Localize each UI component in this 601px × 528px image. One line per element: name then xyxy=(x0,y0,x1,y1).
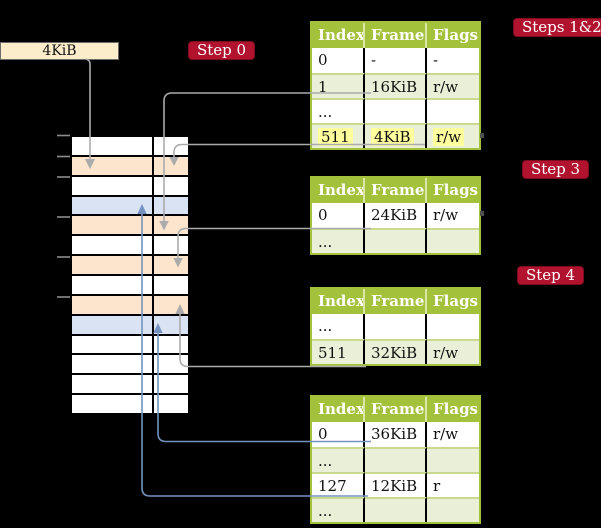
memory-row-page-table xyxy=(72,156,188,177)
memory-column-divider xyxy=(152,137,154,415)
column-header-index: Index xyxy=(312,23,365,48)
page-size-label: 4KiB xyxy=(42,43,77,59)
index-cell: 0 xyxy=(312,48,365,73)
column-header-flags: Flags xyxy=(427,397,479,422)
flags-cell: r/w xyxy=(427,203,479,228)
memory-row-free xyxy=(72,395,188,416)
index-cell: ... xyxy=(312,98,365,123)
column-header-flags: Flags xyxy=(427,289,479,314)
table-row: 0 24KiB r/w xyxy=(312,203,479,228)
table-header-row: Index Frame Flags xyxy=(312,178,479,203)
memory-row-mapped-page xyxy=(72,196,188,217)
index-cell: ... xyxy=(312,497,365,522)
memory-row-free xyxy=(72,276,188,296)
column-header-index: Index xyxy=(312,289,365,314)
memory-row-free xyxy=(72,355,188,376)
memory-row-page-table xyxy=(72,295,188,316)
column-header-frame: Frame xyxy=(365,289,427,314)
steps-1-2-label: Steps 1&2 xyxy=(513,18,601,37)
frame-cell xyxy=(365,228,427,253)
index-cell: 127 xyxy=(312,472,365,497)
table-row: ... xyxy=(312,497,479,522)
frame-cell: 24KiB xyxy=(365,203,427,228)
index-cell: ... xyxy=(312,228,365,253)
frame-cell: 36KiB xyxy=(365,422,427,447)
frame-cell: 16KiB xyxy=(365,73,427,98)
table-row: 0 36KiB r/w xyxy=(312,422,479,447)
table-row: 0 - - xyxy=(312,48,479,73)
flags-cell xyxy=(427,497,479,522)
memory-row-free xyxy=(72,176,188,197)
table-row: 1 16KiB r/w xyxy=(312,73,479,98)
column-header-flags: Flags xyxy=(427,178,479,203)
column-header-frame: Frame xyxy=(365,23,427,48)
index-cell: 1 xyxy=(312,73,365,98)
column-header-frame: Frame xyxy=(365,397,427,422)
frame-cell: 12KiB xyxy=(365,472,427,497)
table-row: ... xyxy=(312,314,479,339)
column-header-index: Index xyxy=(312,397,365,422)
flags-cell: r/w xyxy=(427,123,479,148)
table-header-row: Index Frame Flags xyxy=(312,397,479,422)
step-4-label: Step 4 xyxy=(517,266,585,285)
flags-cell: r xyxy=(427,472,479,497)
page-size-box: 4KiB xyxy=(0,42,119,60)
frame-cell: 4KiB xyxy=(365,123,427,148)
table-row: 511 32KiB r/w xyxy=(312,339,479,364)
column-header-index: Index xyxy=(312,178,365,203)
flags-cell: r/w xyxy=(427,339,479,364)
memory-row-mapped-page xyxy=(72,315,188,336)
page-table-level-3: Index Frame Flags ... 511 32KiB r/w xyxy=(310,287,481,366)
memory-tick-marks xyxy=(57,134,70,298)
index-cell: ... xyxy=(312,447,365,472)
table-row: ... xyxy=(312,228,479,253)
frame-cell xyxy=(365,447,427,472)
memory-row-free xyxy=(72,335,188,356)
frame-cell xyxy=(365,497,427,522)
memory-row-free xyxy=(72,375,188,396)
flags-cell xyxy=(427,228,479,253)
index-cell: ... xyxy=(312,314,365,339)
frame-cell: - xyxy=(365,48,427,73)
memory-row-page-table xyxy=(72,216,188,237)
frame-cell: 32KiB xyxy=(365,339,427,364)
step-0-label: Step 0 xyxy=(188,41,256,60)
flags-cell: r/w xyxy=(427,73,479,98)
flags-cell: - xyxy=(427,48,479,73)
step-3-label: Step 3 xyxy=(522,160,590,179)
flags-cell: r/w xyxy=(427,422,479,447)
index-cell: 511 xyxy=(312,123,365,148)
highlighted-value: 4KiB xyxy=(371,128,414,146)
memory-row-free xyxy=(72,236,188,257)
column-header-frame: Frame xyxy=(365,178,427,203)
page-table-level-2: Index Frame Flags 0 24KiB r/w ... xyxy=(310,176,481,255)
index-cell: 511 xyxy=(312,339,365,364)
table-header-row: Index Frame Flags xyxy=(312,23,479,48)
table-row: 127 12KiB r xyxy=(312,472,479,497)
flags-cell xyxy=(427,314,479,339)
physical-memory-column xyxy=(70,135,190,417)
index-cell: 0 xyxy=(312,203,365,228)
flags-cell xyxy=(427,447,479,472)
table-row-highlighted: 511 4KiB r/w xyxy=(312,123,479,148)
highlighted-value: 511 xyxy=(318,128,353,146)
flags-cell xyxy=(427,98,479,123)
page-table-level-4: Index Frame Flags 0 36KiB r/w ... 127 12… xyxy=(310,395,481,524)
frame-cell xyxy=(365,314,427,339)
memory-row-page-table xyxy=(72,256,188,277)
table-header-row: Index Frame Flags xyxy=(312,289,479,314)
index-cell: 0 xyxy=(312,422,365,447)
highlighted-value: r/w xyxy=(433,128,465,146)
table-row: ... xyxy=(312,447,479,472)
frame-cell xyxy=(365,98,427,123)
page-table-level-1: Index Frame Flags 0 - - 1 16KiB r/w ... … xyxy=(310,21,481,150)
column-header-flags: Flags xyxy=(427,23,479,48)
table-row: ... xyxy=(312,98,479,123)
memory-row-free xyxy=(72,137,188,157)
